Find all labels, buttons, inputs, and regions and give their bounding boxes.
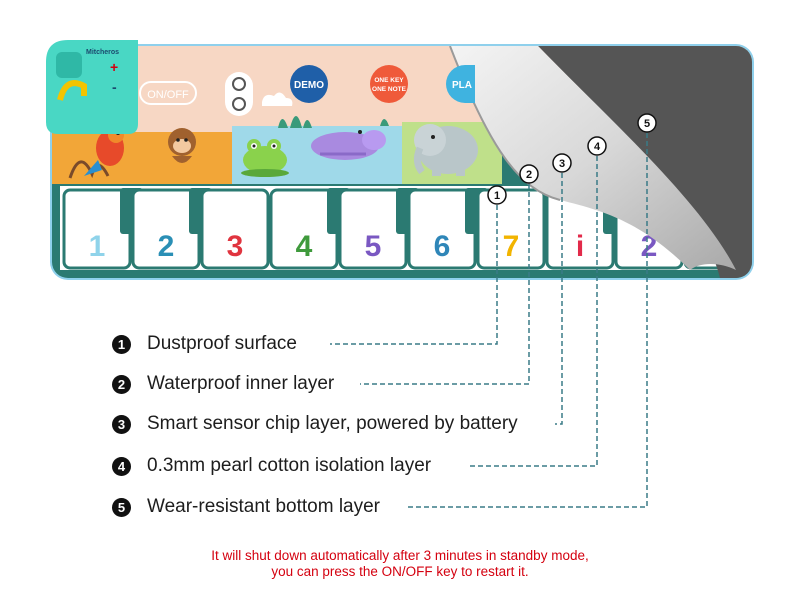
minus-icon[interactable]: - [112,79,117,95]
cloud-icon [262,92,293,106]
leader-line [407,133,648,508]
layer-label: 0.3mm pearl cotton isolation layer [147,455,432,476]
callout-circle [587,136,607,156]
piano-key-label: 3 [227,230,244,263]
play-button[interactable]: PLA [446,65,475,103]
music-note-icon [57,80,87,101]
callout-number: 5 [644,118,650,130]
piano-key-label: 5 [365,230,382,263]
frog-icon [241,139,289,177]
elephant-icon [413,124,478,176]
piano-key-label: 6 [434,230,451,263]
parrot-icon [84,127,124,176]
layer-label: Smart sensor chip layer, powered by batt… [147,413,518,434]
brand-label: Mitcheros [86,49,119,56]
callout-number: 4 [594,141,601,153]
callout-circle [637,113,657,133]
instrument-toggle-button[interactable] [225,72,253,116]
layer-number-badge: 3 [112,414,131,434]
leader-line [555,173,563,425]
callout-number: 2 [526,169,532,181]
svg-text:PLA: PLA [452,80,472,91]
piano-key-label: 1 [89,230,106,263]
layer-number-badge: 1 [112,334,131,354]
leader-line [330,205,498,345]
piano-key[interactable] [476,188,546,270]
piano-key-label: i [576,230,584,263]
svg-text:ONE NOTE: ONE NOTE [372,86,407,93]
layer-legend-item: 1 Dustproof surface [112,329,297,359]
on-off-button[interactable]: ON/OFF [139,81,197,105]
scene-left [52,132,232,184]
svg-text:ONE KEY: ONE KEY [374,77,404,84]
layer-number-badge: 4 [112,456,131,476]
callout-circle [519,164,539,184]
drum-icon [232,97,246,111]
monkey-icon [168,128,196,163]
layer-legend-item: 3 Smart sensor chip layer, powered by bat… [112,409,518,439]
plant-decor [68,116,389,179]
standby-note-line2: you can press the ON/OFF key to restart … [271,564,529,579]
callout-circle [487,185,507,205]
layer-legend-item: 2 Waterproof inner layer [112,369,334,399]
layer-number-badge: 5 [112,497,131,517]
layer-legend-item: 5 Wear-resistant bottom layer [112,492,380,522]
hippo-icon [311,130,386,160]
piano-key-label: 7 [503,230,520,263]
piano-key[interactable] [200,188,270,270]
piano-mat: 1 2 3 4 5 6 7 i 2 2 [50,44,754,280]
layer-label: Waterproof inner layer [147,373,335,394]
leader-lines [330,133,648,508]
svg-text:ON/OFF: ON/OFF [147,89,189,101]
piano-key-label: 2 [158,230,175,263]
piano-key-label: 4 [296,230,313,263]
callout-markers: 1 2 3 4 5 [487,113,657,205]
callout-number: 3 [559,158,565,170]
layer-label: Dustproof surface [147,333,297,354]
layer-number-badge: 2 [112,374,131,394]
standby-note-line1: It will shut down automatically after 3 … [211,548,589,563]
curled-layers [450,46,736,270]
leader-line [470,156,598,467]
layer-label: Wear-resistant bottom layer [147,496,381,517]
layer-legend-item: 4 0.3mm pearl cotton isolation layer [112,451,431,481]
plus-icon[interactable]: + [110,59,118,75]
callout-number: 1 [494,190,500,202]
speaker-icon [56,52,82,78]
svg-text:DEMO: DEMO [294,80,324,91]
leader-line [360,184,530,385]
callout-circle [552,153,572,173]
one-key-one-note-button[interactable]: ONE KEY ONE NOTE [370,65,408,103]
control-module: Mitcheros + - [46,40,138,134]
demo-button[interactable]: DEMO [290,65,328,103]
bell-icon [232,77,246,91]
